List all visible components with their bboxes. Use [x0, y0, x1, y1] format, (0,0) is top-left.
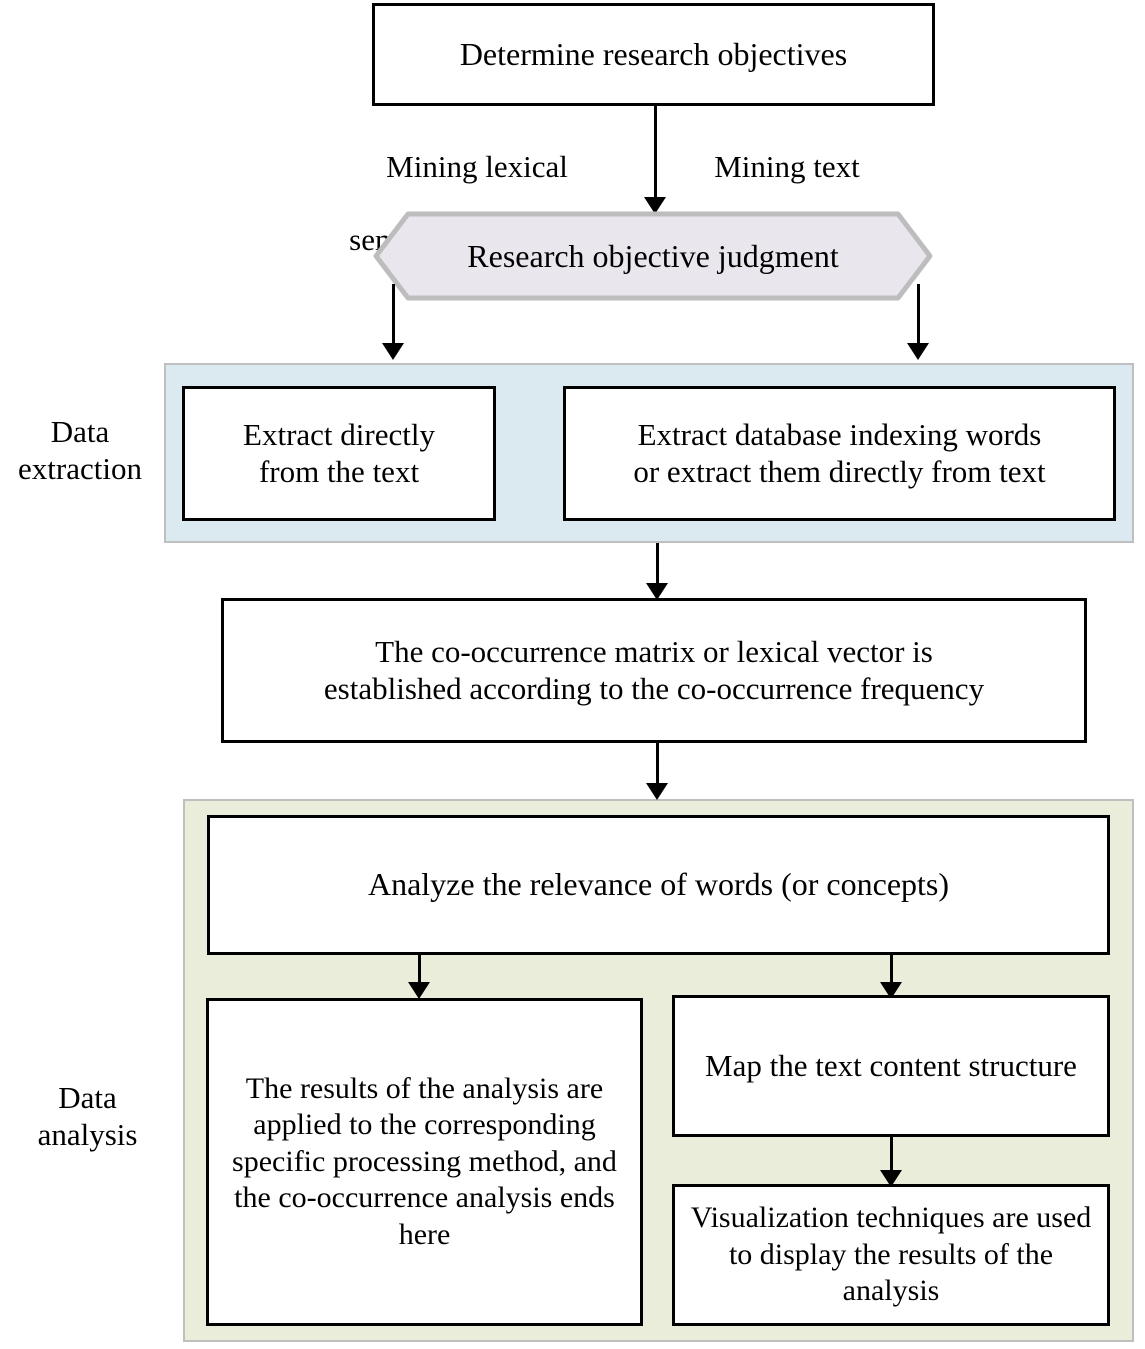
node-label: Analyze the relevance of words (or conce…	[367, 866, 950, 903]
stage-label-line1: Data	[50, 414, 110, 449]
stage-label-line1: Data	[58, 1080, 117, 1115]
node-label: Extract database indexing words or extra…	[633, 417, 1045, 490]
node-visualization-techniques[interactable]: Visualization techniques are used to dis…	[672, 1184, 1110, 1326]
arrowhead-map-to-visualization	[880, 1170, 902, 1187]
node-analyze-relevance-of-words[interactable]: Analyze the relevance of words (or conce…	[207, 815, 1110, 955]
node-label: Visualization techniques are used to dis…	[690, 1201, 1092, 1308]
node-label-line1: The co-occurrence matrix or lexical vect…	[375, 633, 933, 669]
node-determine-research-objectives[interactable]: Determine research objectives	[372, 3, 935, 106]
node-label: The co-occurrence matrix or lexical vect…	[324, 634, 984, 707]
arrowhead-relevance-to-results	[408, 982, 430, 999]
connector-relevance-to-map	[890, 955, 893, 985]
node-label-line2: from the text	[258, 453, 420, 489]
arrowhead-decision-to-extract-left	[382, 343, 404, 360]
stage-label-line2: extraction	[18, 450, 142, 486]
node-label: Research objective judgment	[467, 237, 839, 274]
edge-label-line1: Mining text	[714, 148, 860, 184]
node-map-text-content-structure[interactable]: Map the text content structure	[672, 995, 1110, 1137]
connector-start-to-decision	[654, 106, 657, 201]
connector-matrix-to-relevance	[656, 743, 659, 787]
connector-decision-to-extract-left	[392, 284, 395, 347]
node-results-applied-to-processing-method[interactable]: The results of the analysis are applied …	[206, 998, 643, 1326]
arrowhead-matrix-to-relevance	[646, 783, 668, 800]
edge-label-line1: Mining lexical	[386, 148, 568, 184]
arrowhead-decision-to-extract-right	[907, 343, 929, 360]
arrowhead-relevance-to-map	[880, 982, 902, 999]
hexagon-shape	[373, 211, 933, 301]
stage-label-line2: analysis	[37, 1116, 138, 1152]
node-co-occurrence-matrix[interactable]: The co-occurrence matrix or lexical vect…	[221, 598, 1087, 743]
node-label: Extract directly from the text	[243, 417, 435, 490]
node-label: Map the text content structure	[705, 1047, 1077, 1083]
node-label-line2: or extract them directly from text	[633, 453, 1046, 489]
node-label-line1: Extract directly	[243, 416, 435, 452]
node-label-line2: established according to the co-occurren…	[323, 670, 985, 706]
node-research-objective-judgment[interactable]: Research objective judgment	[372, 210, 934, 302]
arrowhead-start-to-decision	[644, 197, 666, 214]
node-label-line1: Extract database indexing words	[637, 416, 1042, 452]
connector-decision-to-extract-right	[917, 284, 920, 347]
node-label: Determine research objectives	[459, 35, 848, 72]
connector-map-to-visualization	[890, 1137, 893, 1173]
arrowhead-extract-to-matrix	[646, 583, 668, 600]
connector-extract-to-matrix	[656, 543, 659, 587]
connector-relevance-to-results	[418, 955, 421, 985]
node-extract-directly-from-text[interactable]: Extract directly from the text	[182, 386, 496, 521]
stage-label-data-analysis: Data analysis	[0, 1080, 175, 1153]
node-extract-database-indexing-words[interactable]: Extract database indexing words or extra…	[563, 386, 1116, 521]
stage-label-data-extraction: Data extraction	[0, 414, 160, 487]
node-label: The results of the analysis are applied …	[232, 1071, 617, 1251]
